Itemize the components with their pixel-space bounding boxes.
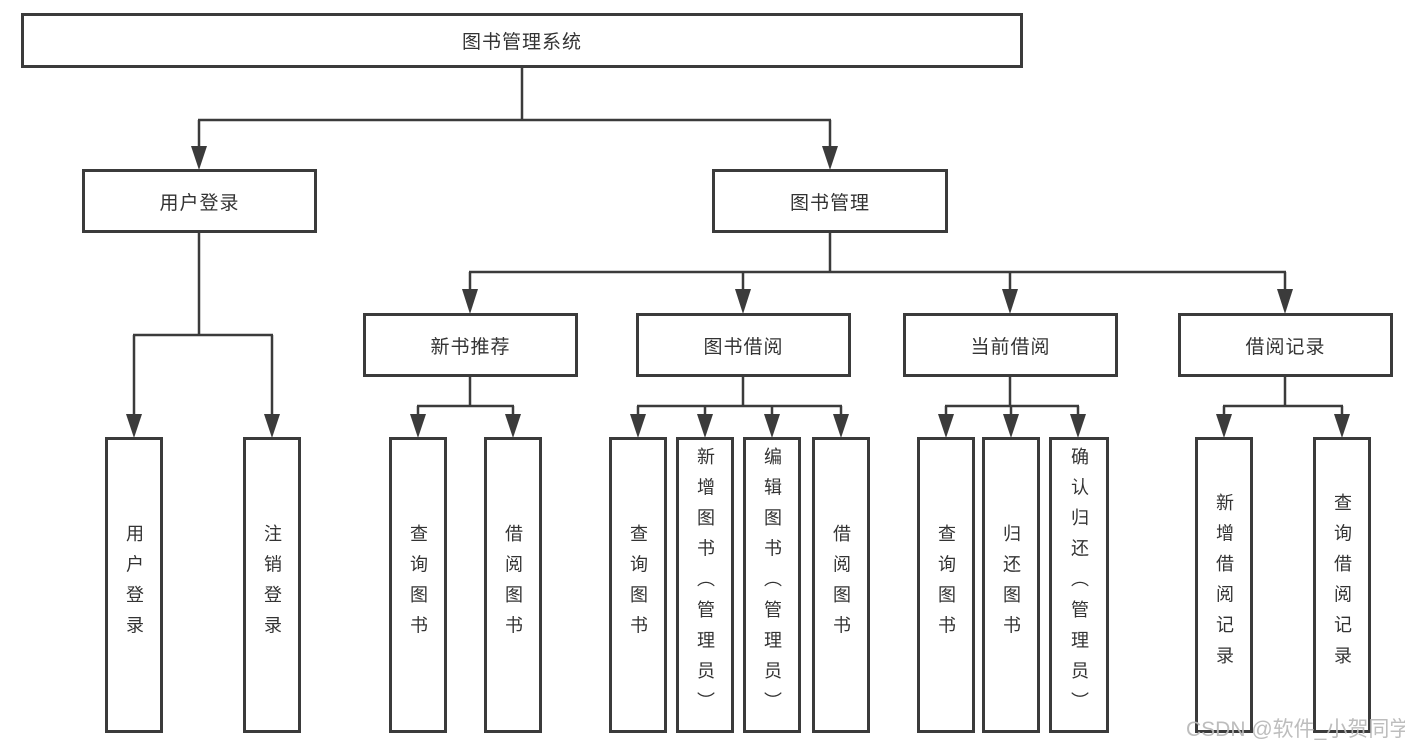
- connector-current-borrow-children: [938, 377, 1086, 438]
- node-leaf-confirm-return: 确认归还（管理员）: [1049, 437, 1109, 733]
- node-book-borrow: 图书借阅: [636, 313, 851, 377]
- connector-book-borrow-children: [630, 377, 849, 438]
- node-root: 图书管理系统: [21, 13, 1023, 68]
- node-leaf-borrow-books-1: 借阅图书: [484, 437, 542, 733]
- leaf-label: 查询借阅记录: [1332, 493, 1352, 677]
- connector-new-book-recommend-children: [410, 377, 521, 438]
- node-leaf-query-books-3: 查询图书: [917, 437, 975, 733]
- node-leaf-query-books-1: 查询图书: [389, 437, 447, 733]
- leaf-label: 新增借阅记录: [1214, 493, 1234, 677]
- leaf-label: 借阅图书: [831, 523, 851, 647]
- leaf-label: 确认归还（管理员）: [1069, 447, 1089, 723]
- node-leaf-query-borrow-record: 查询借阅记录: [1313, 437, 1371, 733]
- node-leaf-query-books-2: 查询图书: [609, 437, 667, 733]
- node-current-borrow: 当前借阅: [903, 313, 1118, 377]
- node-leaf-return-books: 归还图书: [982, 437, 1040, 733]
- node-leaf-logout: 注销登录: [243, 437, 301, 733]
- node-book-management: 图书管理: [712, 169, 948, 233]
- node-leaf-user-login: 用户登录: [105, 437, 163, 733]
- connector-user-login-children: [126, 233, 280, 438]
- leaf-label: 查询图书: [936, 523, 956, 647]
- leaf-label: 查询图书: [628, 523, 648, 647]
- node-borrow-records: 借阅记录: [1178, 313, 1393, 377]
- connector-book-management-children: [462, 233, 1293, 314]
- leaf-label: 归还图书: [1001, 523, 1021, 647]
- csdn-watermark: CSDN @软件_小贺同学: [1186, 718, 1405, 741]
- node-leaf-add-borrow-record: 新增借阅记录: [1195, 437, 1253, 733]
- node-leaf-borrow-books-2: 借阅图书: [812, 437, 870, 733]
- node-new-book-recommend: 新书推荐: [363, 313, 578, 377]
- leaf-label: 查询图书: [408, 523, 428, 647]
- leaf-label: 新增图书（管理员）: [695, 447, 715, 723]
- node-user-login: 用户登录: [82, 169, 317, 233]
- node-leaf-edit-books: 编辑图书（管理员）: [743, 437, 801, 733]
- connector-root-to-level2: [191, 68, 838, 170]
- connector-borrow-records-children: [1216, 377, 1350, 438]
- leaf-label: 编辑图书（管理员）: [762, 447, 782, 723]
- leaf-label: 注销登录: [262, 523, 282, 647]
- leaf-label: 用户登录: [124, 523, 144, 647]
- leaf-label: 借阅图书: [503, 523, 523, 647]
- node-leaf-add-books: 新增图书（管理员）: [676, 437, 734, 733]
